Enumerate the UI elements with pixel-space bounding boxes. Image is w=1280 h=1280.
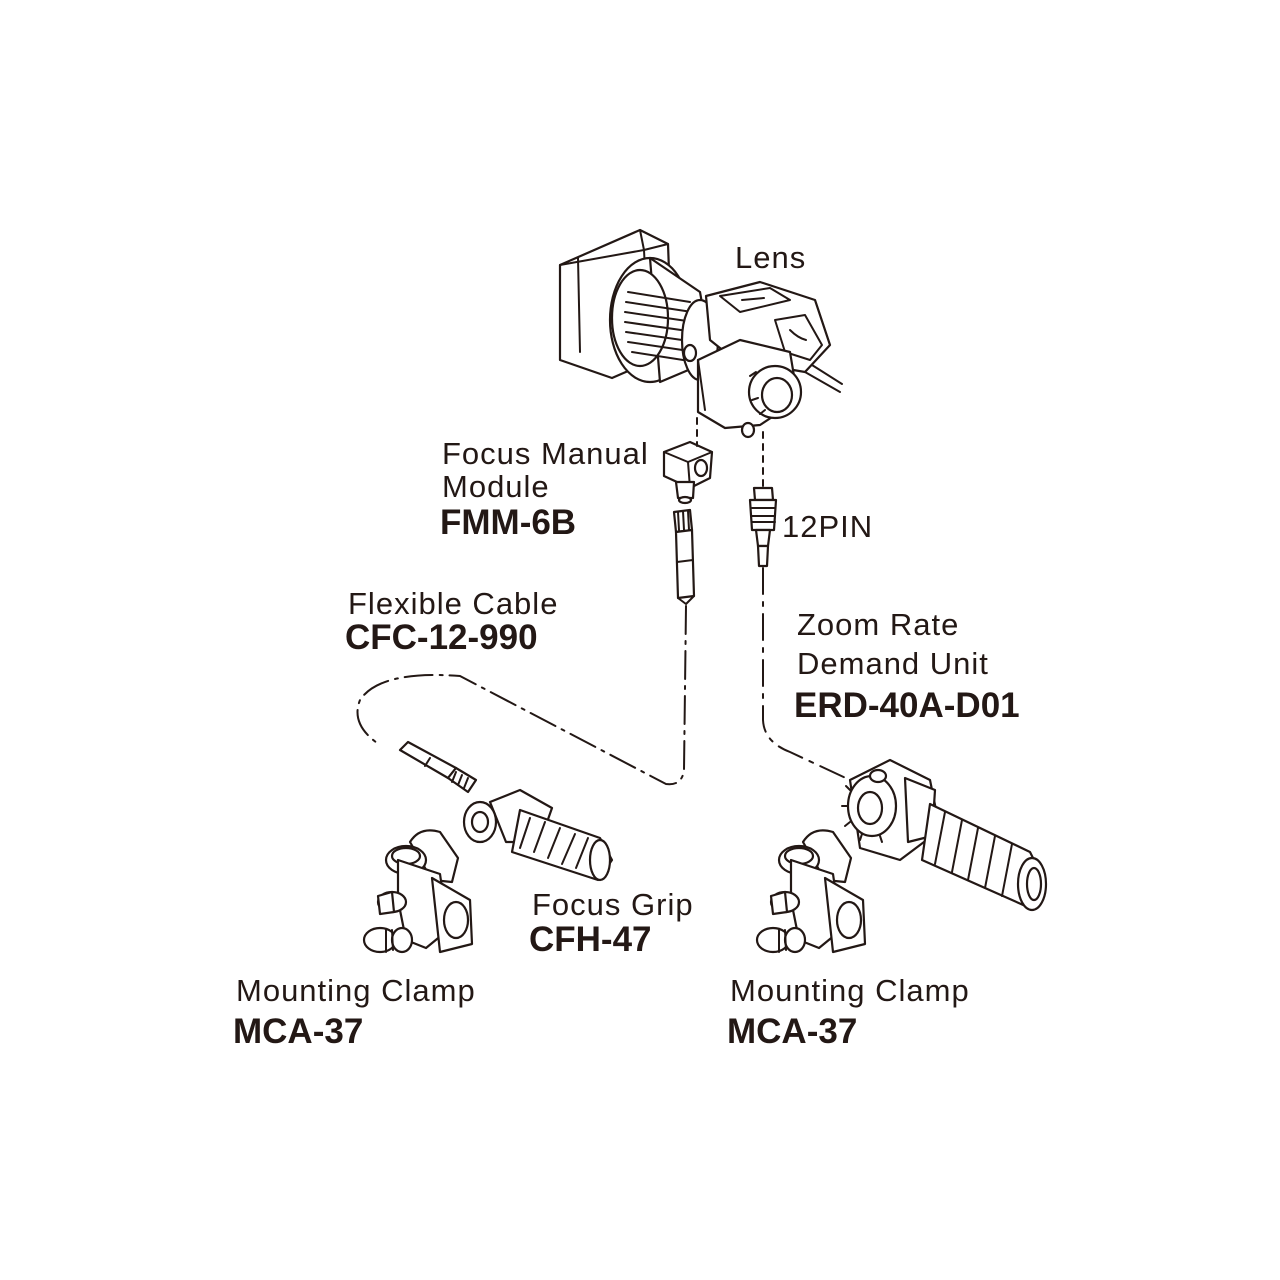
- flexible-cable-upper-end: [672, 508, 696, 605]
- zoom-model: ERD-40A-D01: [794, 686, 1020, 725]
- lens-label: Lens: [735, 240, 807, 275]
- clamp-right-model: MCA-37: [727, 1012, 858, 1051]
- connector-label: 12PIN: [782, 509, 874, 544]
- lens-illustration: [558, 228, 843, 439]
- clamp-left-model: MCA-37: [233, 1012, 364, 1051]
- flexible-cable-lower-end: [398, 740, 478, 794]
- cable-model: CFC-12-990: [345, 618, 538, 657]
- clamp-left-name: Mounting Clamp: [236, 973, 476, 1008]
- fmm-name-line1: Focus Manual: [442, 436, 649, 471]
- clamp-right-name: Mounting Clamp: [730, 973, 970, 1008]
- 12pin-connector-illustration: [748, 486, 778, 568]
- fmm-model: FMM-6B: [440, 503, 577, 542]
- zoom-name-line2: Demand Unit: [797, 646, 989, 681]
- zoom-demand-unit-illustration: [841, 758, 1048, 912]
- mounting-clamp-left-illustration: [362, 829, 474, 954]
- mounting-clamp-right-illustration: [755, 829, 867, 954]
- zoom-name-line1: Zoom Rate: [797, 607, 960, 642]
- fmm-name-line2: Module: [442, 469, 550, 504]
- focus-grip-illustration: [462, 788, 614, 882]
- grip-model: CFH-47: [529, 920, 652, 959]
- focus-manual-module-illustration: [662, 440, 714, 505]
- flexible-cable-line: [356, 605, 687, 786]
- zoom-cable-line: [762, 567, 851, 781]
- cable-name: Flexible Cable: [348, 586, 559, 621]
- grip-name: Focus Grip: [532, 887, 694, 922]
